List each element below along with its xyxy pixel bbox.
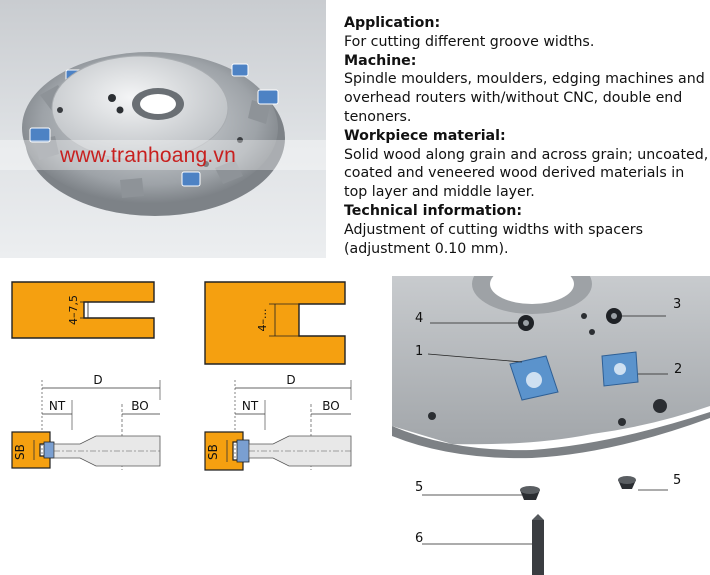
application-heading: Application: [344,15,441,31]
bo-label-left: BO [131,399,148,413]
workpiece-heading: Workpiece material: [344,127,506,144]
technical-heading: Technical information: [344,202,523,219]
cross-section-left: D NT BO SB [11,373,161,470]
nt-label-left: NT [49,399,66,413]
watermark-band [0,140,326,170]
part-label-5-right: 5 [673,473,682,488]
exploded-cutter-icon [392,276,710,575]
cutter-photo: www.tranhoang.vn [0,0,326,258]
d-label-right: D [286,373,295,387]
nt-label-right: NT [242,399,259,413]
groove-width-label-right: 4–... [256,309,269,332]
exploded-view: 4 3 1 2 5 5 6 [392,276,710,575]
groove-profile-right: 4–... [204,281,346,365]
sb-label-left: SB [13,444,27,460]
technical-text: Adjustment of cutting widths with spacer… [344,221,643,257]
product-info: Application: For cutting different groov… [344,14,710,258]
part-label-1: 1 [415,344,424,359]
part-label-4: 4 [415,311,424,326]
part-label-5-left: 5 [415,480,424,495]
sb-label-right: SB [206,444,220,460]
groove-profile-left: 4–7,5 [11,281,155,339]
application-text: For cutting different groove widths. [344,33,595,50]
machine-text: Spindle moulders, moulders, edging machi… [344,71,705,125]
cross-section-right: D NT BO SB [204,373,352,471]
watermark-text: www.tranhoang.vn [60,144,236,167]
bo-label-right: BO [322,399,339,413]
machine-heading: Machine: [344,52,417,69]
workpiece-text: Solid wood along grain and across grain;… [344,146,709,201]
part-label-3: 3 [673,297,682,312]
part-label-6: 6 [415,531,424,546]
part-label-2: 2 [674,362,683,377]
d-label-left: D [93,373,102,387]
groove-width-label-left: 4–7,5 [67,295,80,325]
groove-cutter-photo-icon [22,52,285,216]
